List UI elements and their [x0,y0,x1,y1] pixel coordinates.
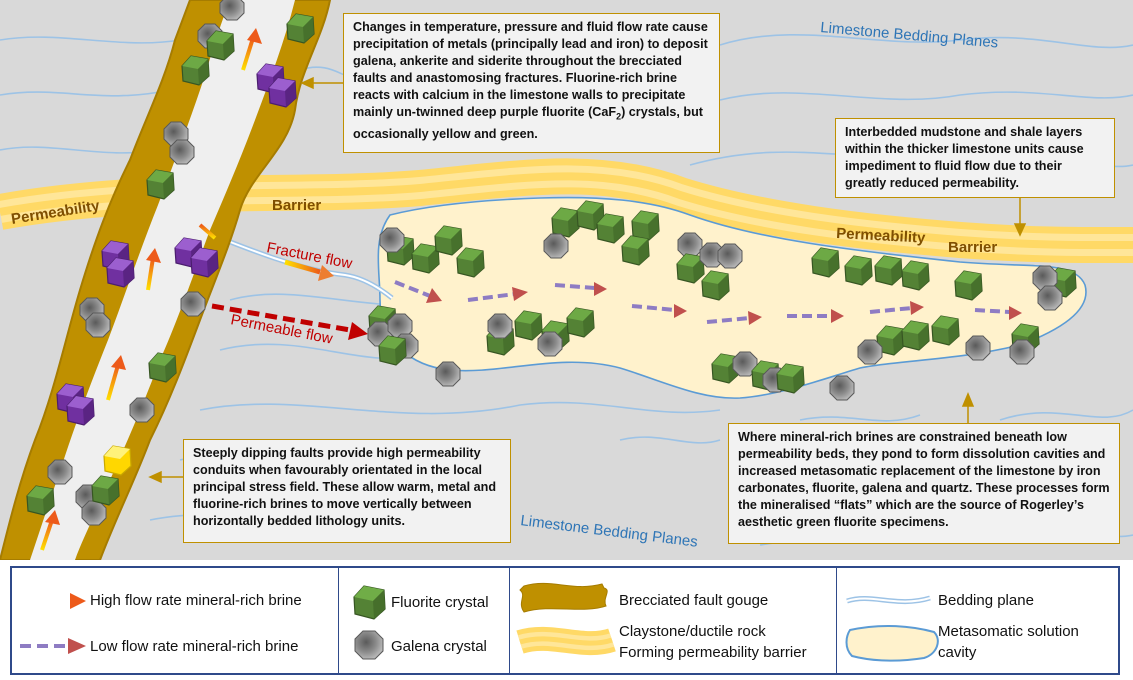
brines-callout: Where mineral-rich brines are constraine… [728,423,1120,544]
legend-claystone-label-line2: Forming permeability barrier [619,644,807,661]
metals-callout-text-end: ) crystals, but occasionally yellow and … [353,105,703,141]
bedding-planes-bottom-label: Limestone Bedding Planes [520,512,699,551]
cavity-flow-arrows [394,280,1022,325]
permeability-right-label: Permeability [836,225,927,247]
bedding-plane-icon [846,595,931,605]
metals-precipitation-callout: Changes in temperature, pressure and flu… [343,13,720,153]
galena-crystal-icon [354,630,384,660]
cavity-icon [845,624,939,662]
metals-callout-text: Changes in temperature, pressure and flu… [353,20,708,119]
legend-symbols [20,582,939,662]
legend-bedding-label: Bedding plane [938,592,1034,609]
faults-callout-text: Steeply dipping faults provide high perm… [193,446,497,528]
bedding-planes-top-label: Limestone Bedding Planes [820,19,999,51]
metals-callout-subscript: 2 [616,111,622,122]
callout-connectors [148,76,1027,484]
cross-section-diagram: Limestone Bedding Planes Limestone Beddi… [0,0,1133,560]
gouge-swatch-icon [519,582,608,613]
cross-section-svg: Limestone Bedding Planes Limestone Beddi… [0,0,1133,560]
faults-callout: Steeply dipping faults provide high perm… [183,439,511,543]
barrier-left-label: Barrier [272,197,321,214]
fault-flow-arrows [40,28,262,551]
legend-gouge-label: Brecciated fault gouge [619,592,769,609]
legend-fluorite-label: Fluorite crystal [391,594,489,611]
low-flow-arrow-icon [20,638,86,654]
barrier-swatch-icon [516,626,616,656]
fluorite-crystal-icon [353,585,386,620]
fault-channel [30,0,295,560]
legend-cavity-label-line1: Metasomatic solution [938,623,1079,640]
brines-callout-text: Where mineral-rich brines are constraine… [738,430,1110,529]
permeable-flow-label: Permeable flow [229,311,334,347]
inflow-arrows [211,259,368,340]
legend-galena-label: Galena crystal [391,638,487,655]
legend-high-flow-label: High flow rate mineral-rich brine [90,592,302,609]
legend-claystone-label-line1: Claystone/ductile rock [619,623,766,640]
mudstone-callout-text: Interbedded mudstone and shale layers wi… [845,125,1084,190]
high-flow-arrow-icon [20,593,86,609]
barrier-right-label: Barrier [948,239,997,256]
mudstone-callout: Interbedded mudstone and shale layers wi… [835,118,1115,198]
legend-cavity-label-line2: cavity [938,644,977,661]
legend-low-flow-label: Low flow rate mineral-rich brine [90,638,299,655]
legend: High flow rate mineral-rich brine Low fl… [10,566,1120,675]
